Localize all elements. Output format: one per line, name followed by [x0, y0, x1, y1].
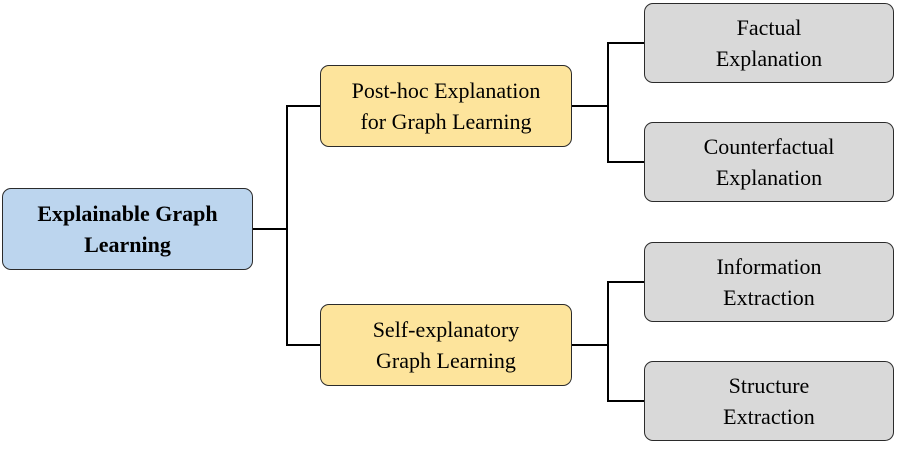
leaf-node-structure-extraction: Structure Extraction	[644, 361, 894, 441]
leaf-node-label: Information Extraction	[716, 254, 822, 310]
branch-node-post-hoc-explanation: Post-hoc Explanation for Graph Learning	[320, 65, 572, 147]
branch-node-self-explanatory: Self-explanatory Graph Learning	[320, 304, 572, 386]
branch-node-label: Post-hoc Explanation for Graph Learning	[351, 78, 541, 134]
leaf-node-information-extraction: Information Extraction	[644, 242, 894, 322]
leaf-node-label: Counterfactual Explanation	[703, 134, 835, 190]
branch-node-label: Self-explanatory Graph Learning	[372, 317, 520, 373]
leaf-node-label: Factual Explanation	[715, 15, 823, 71]
leaf-node-label: Structure Extraction	[723, 373, 815, 429]
leaf-node-factual-explanation: Factual Explanation	[644, 3, 894, 83]
root-node-label: Explainable Graph Learning	[37, 201, 218, 257]
root-node-explainable-graph-learning: Explainable Graph Learning	[2, 188, 253, 270]
leaf-node-counterfactual-explanation: Counterfactual Explanation	[644, 122, 894, 202]
